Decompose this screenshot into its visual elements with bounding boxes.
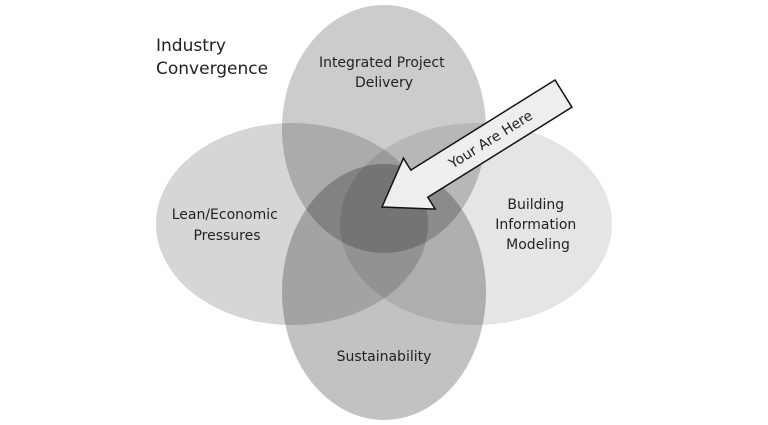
ellipse-bottom [282, 164, 486, 420]
arrow-shape [380, 78, 573, 210]
label-building-information-modeling: Building Information Modeling [495, 197, 581, 253]
ellipse-left [156, 123, 428, 325]
label-integrated-project-delivery: Integrated Project Delivery [319, 55, 449, 91]
label-lean-economic-pressures: Lean/Economic Pressures [172, 207, 283, 244]
diagram-title: Industry Convergence [156, 36, 268, 79]
label-sustainability: Sustainability [337, 349, 432, 365]
